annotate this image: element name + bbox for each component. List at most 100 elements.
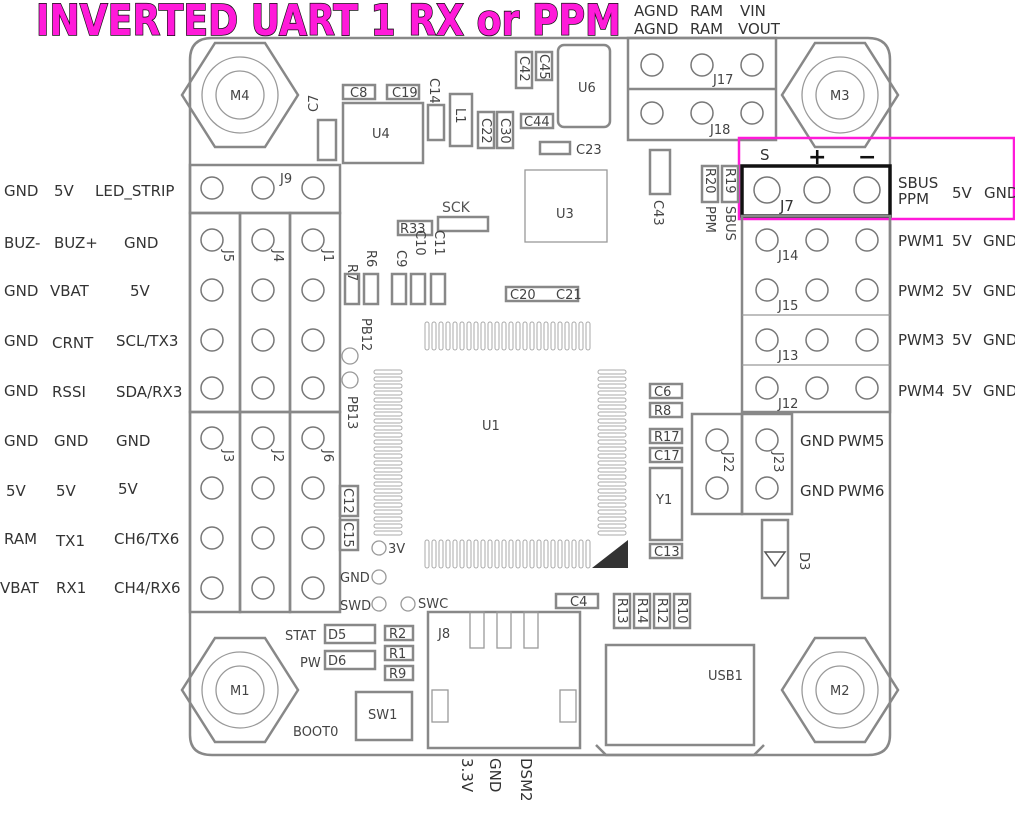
pin-hole <box>200 278 224 302</box>
svg-text:C7: C7 <box>307 95 322 112</box>
svg-text:Y1: Y1 <box>655 493 672 508</box>
pin-hole <box>200 426 224 450</box>
svg-text:BUZ+: BUZ+ <box>54 234 98 252</box>
header-label: J22 <box>720 451 735 472</box>
chip-pad <box>543 539 549 569</box>
svg-text:STAT: STAT <box>285 629 316 644</box>
header-label: J14 <box>777 249 798 264</box>
chip-pad <box>597 369 627 375</box>
svg-text:D5: D5 <box>328 628 346 643</box>
pin-hole <box>301 526 325 550</box>
chip-pad <box>494 539 500 569</box>
svg-text:R10: R10 <box>674 598 689 624</box>
pin-hole <box>855 278 879 302</box>
pin-hole <box>755 376 779 400</box>
chip-pad <box>431 321 437 351</box>
svg-text:5V: 5V <box>6 482 27 500</box>
mount-label: M3 <box>830 89 850 104</box>
chip-pad <box>564 539 570 569</box>
chip-pad <box>515 539 521 569</box>
usb-label: USB1 <box>708 669 743 684</box>
chip-pad <box>597 425 627 431</box>
pin-hole <box>301 278 325 302</box>
svg-text:GND: GND <box>4 432 38 450</box>
chip-pad <box>373 404 403 410</box>
chip-pad <box>564 321 570 351</box>
header-label: J5 <box>220 249 235 262</box>
chip-pad <box>480 539 486 569</box>
chip-pad <box>438 539 444 569</box>
svg-text:C20: C20 <box>510 288 536 303</box>
svg-text:SCK: SCK <box>442 200 471 216</box>
header-label: J7 <box>779 197 794 215</box>
svg-text:CH6/TX6: CH6/TX6 <box>114 530 179 548</box>
chip-pad <box>578 321 584 351</box>
pin-hole <box>805 278 829 302</box>
chip-pad <box>597 530 627 536</box>
pin-hole <box>301 376 325 400</box>
chip-pad <box>373 369 403 375</box>
chip-pad <box>373 474 403 480</box>
connector-j8: J8 <box>426 610 582 750</box>
svg-text:GND: GND <box>4 382 38 400</box>
chip-pad <box>373 411 403 417</box>
svg-text:5V: 5V <box>56 482 77 500</box>
chip-pad <box>597 453 627 459</box>
chip-pad <box>597 460 627 466</box>
svg-text:PPM: PPM <box>702 206 717 233</box>
svg-text:PB13: PB13 <box>344 396 359 429</box>
chip-pad <box>501 321 507 351</box>
chip-pad <box>597 404 627 410</box>
svg-text:RX1: RX1 <box>56 579 86 597</box>
pin-hole <box>251 476 275 500</box>
svg-text:5V: 5V <box>130 282 151 300</box>
svg-text:SWC: SWC <box>418 597 448 612</box>
svg-text:GND: GND <box>983 331 1015 349</box>
header-label: J18 <box>709 123 730 138</box>
svg-text:SCL/TX3: SCL/TX3 <box>116 332 178 350</box>
pin-hole <box>251 426 275 450</box>
svg-text:C22: C22 <box>478 118 493 144</box>
svg-text:SW1: SW1 <box>368 708 397 723</box>
pin-hole <box>301 576 325 600</box>
chip-pad <box>473 539 479 569</box>
j8-pin-labels: 3.3V GND DSM2 <box>458 758 535 802</box>
chip-pad <box>597 523 627 529</box>
svg-text:5V: 5V <box>952 382 973 400</box>
pin-hole <box>200 376 224 400</box>
svg-text:5V: 5V <box>952 282 973 300</box>
chip-pad <box>557 321 563 351</box>
svg-text:PWM4: PWM4 <box>898 382 944 400</box>
chip-pad <box>597 495 627 501</box>
chip-pad <box>597 418 627 424</box>
chip-pad <box>480 321 486 351</box>
chip-pad <box>438 321 444 351</box>
svg-text:RSSI: RSSI <box>52 383 86 401</box>
svg-text:VBAT: VBAT <box>50 282 90 300</box>
svg-text:L1: L1 <box>452 108 467 124</box>
chip-pad <box>373 467 403 473</box>
header-label: J6 <box>320 449 335 462</box>
plus-label: + <box>808 145 826 170</box>
chip-pad <box>373 439 403 445</box>
header-j9: J9 <box>188 163 342 215</box>
pin-hole <box>301 328 325 352</box>
svg-text:PWM3: PWM3 <box>898 331 944 349</box>
chip-pad <box>373 481 403 487</box>
svg-text:CH4/RX6: CH4/RX6 <box>114 579 181 597</box>
chip-u3: U3 <box>524 169 608 243</box>
chip-pad <box>373 460 403 466</box>
top-label: VOUT <box>738 20 781 38</box>
svg-text:C12: C12 <box>340 488 355 514</box>
chip-pad <box>522 539 528 569</box>
svg-text:R1: R1 <box>389 647 406 662</box>
svg-text:R13: R13 <box>614 598 629 624</box>
header-label: J17 <box>712 73 733 88</box>
chip-pad <box>597 397 627 403</box>
component-labels: C8 C19 C7 C14 L1 C22 C30 C42 C45 C44 C23… <box>285 50 811 742</box>
chip-pad <box>597 383 627 389</box>
chip-pad <box>373 523 403 529</box>
svg-text:R7: R7 <box>344 264 359 281</box>
chip-pad <box>597 411 627 417</box>
pin-hole <box>755 328 779 352</box>
